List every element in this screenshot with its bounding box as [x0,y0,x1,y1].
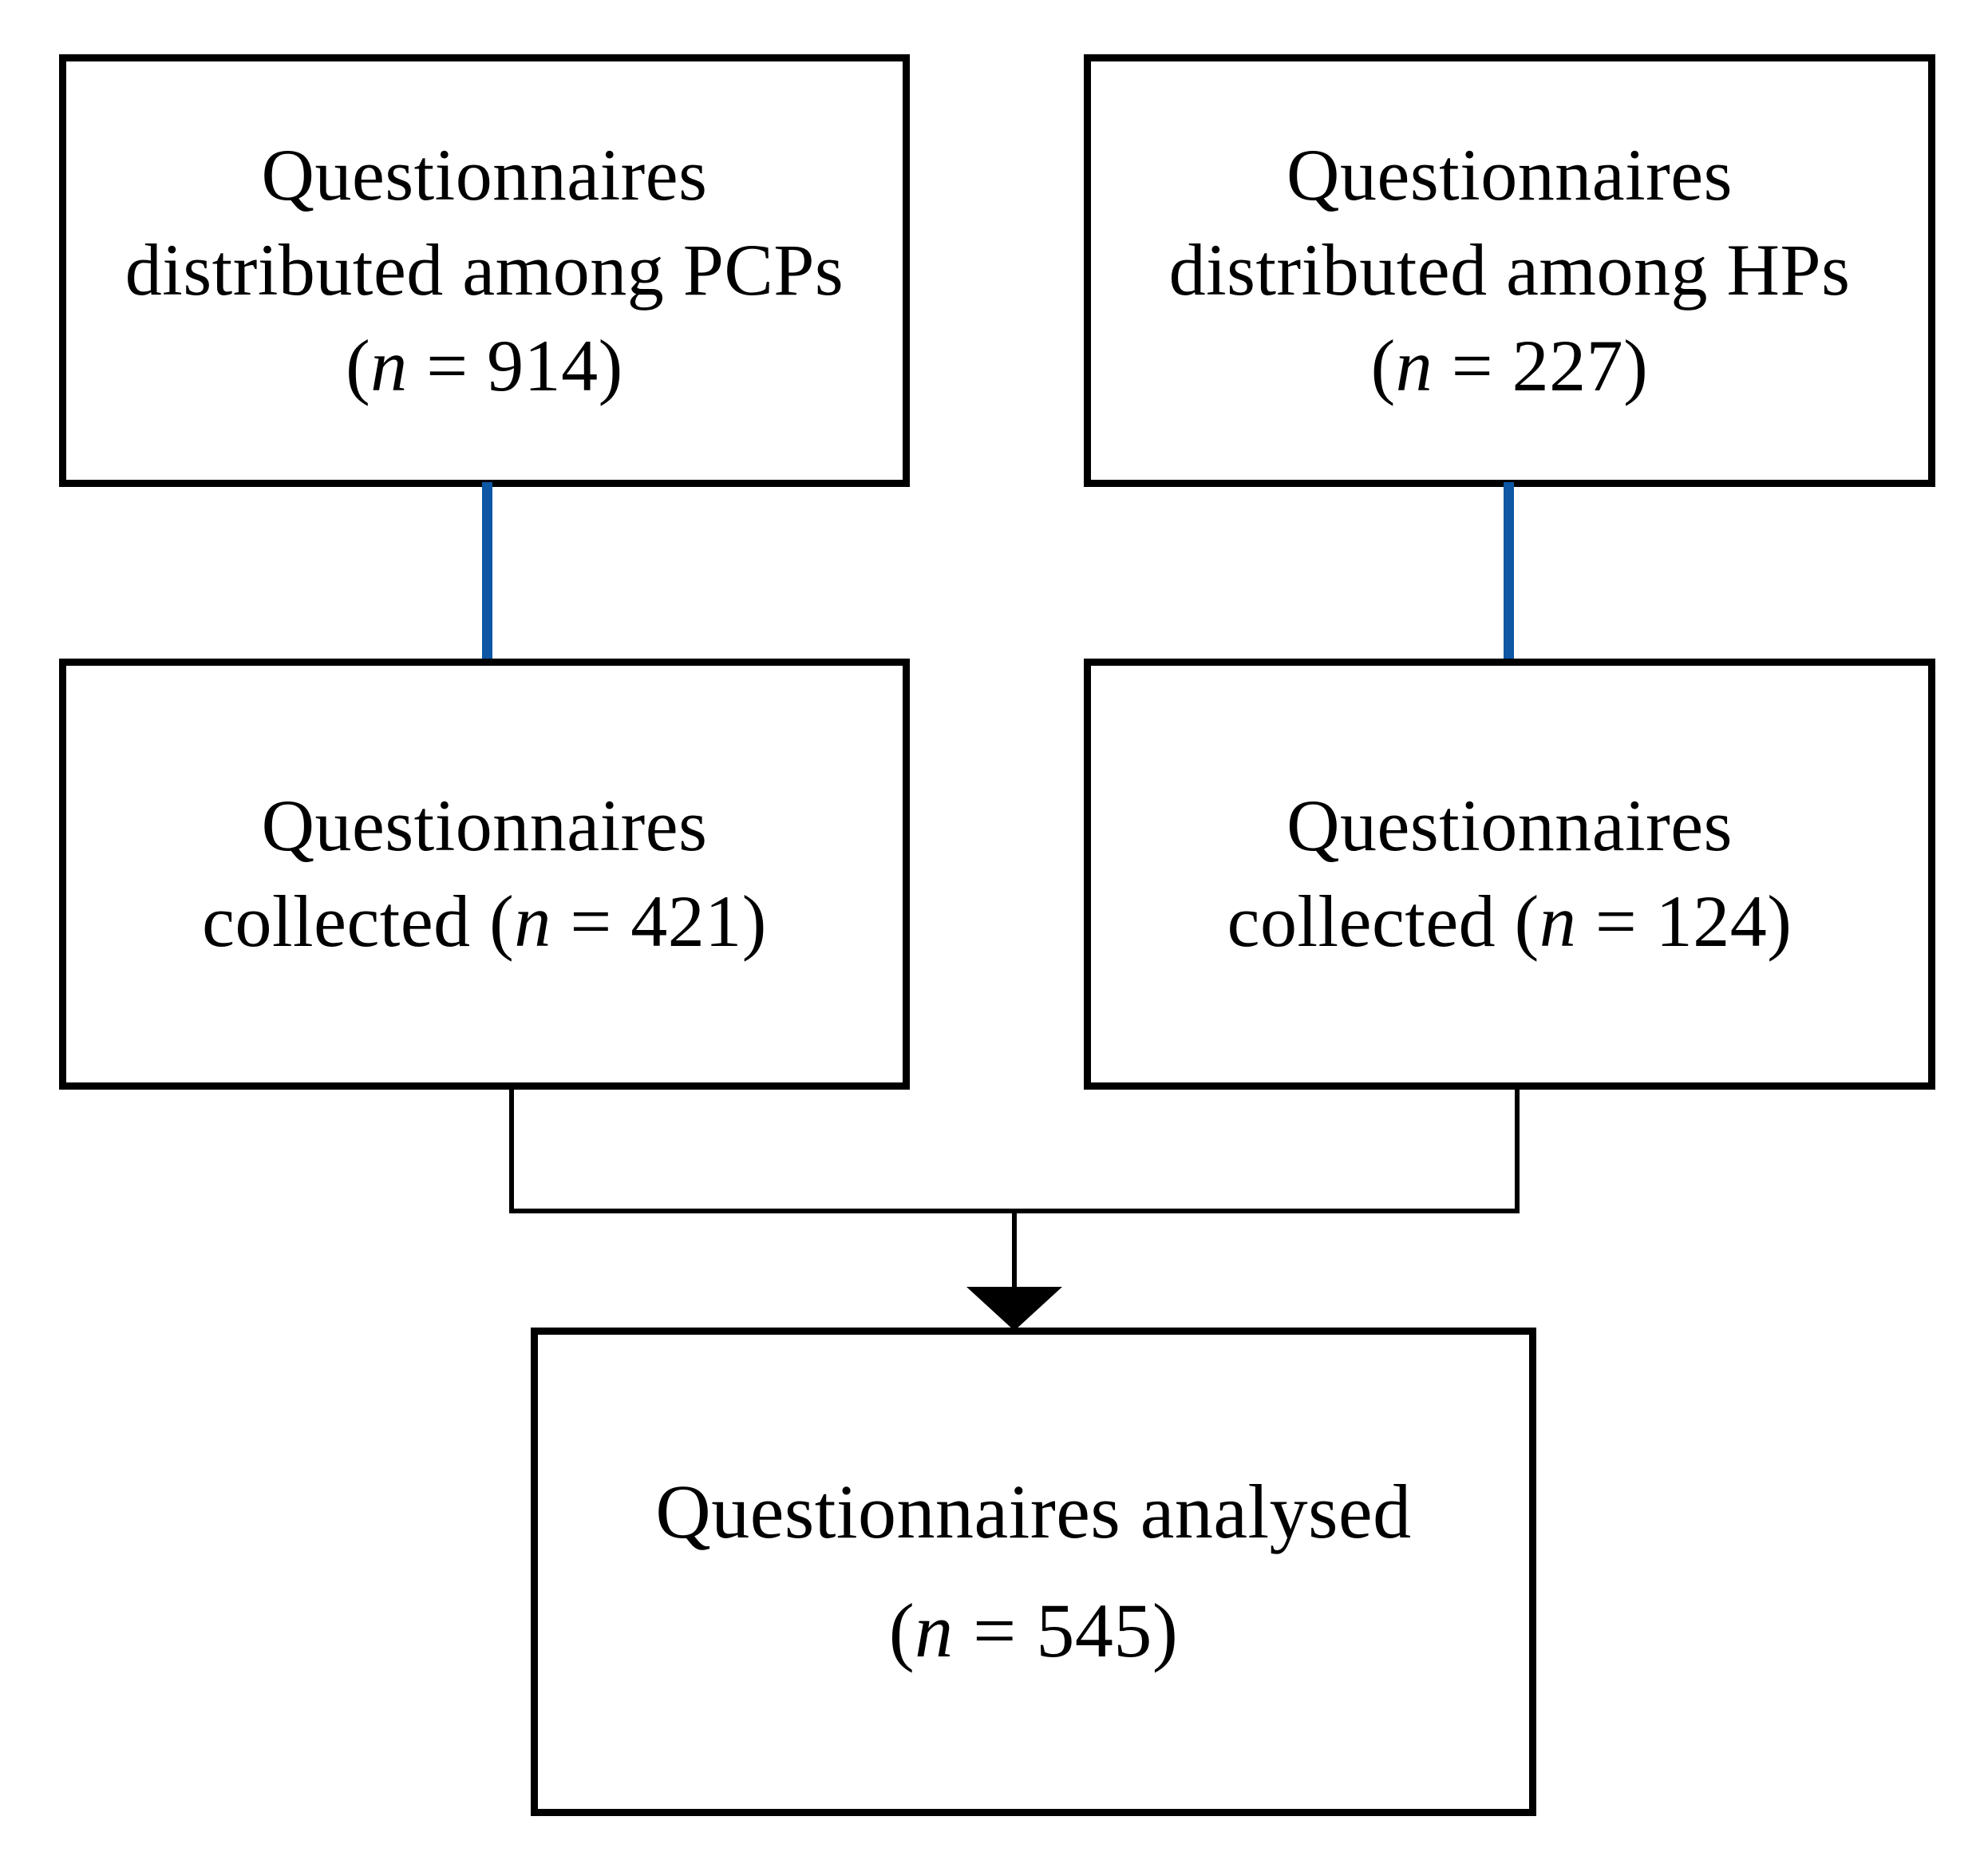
flow-node-analysed-label: Questionnaires analysed(n = 545) [655,1469,1412,1673]
connector-pcp-collected-drop [509,1087,514,1213]
connector-pcp-distributed-to-collected [482,482,492,663]
connector-arrow-stem [1012,1209,1017,1292]
connector-hp-collected-drop [1515,1087,1520,1213]
flow-node-analysed: Questionnaires analysed(n = 545) [531,1328,1536,1816]
connector-hp-distributed-to-collected [1504,482,1514,663]
arrow-down-icon [966,1287,1062,1331]
